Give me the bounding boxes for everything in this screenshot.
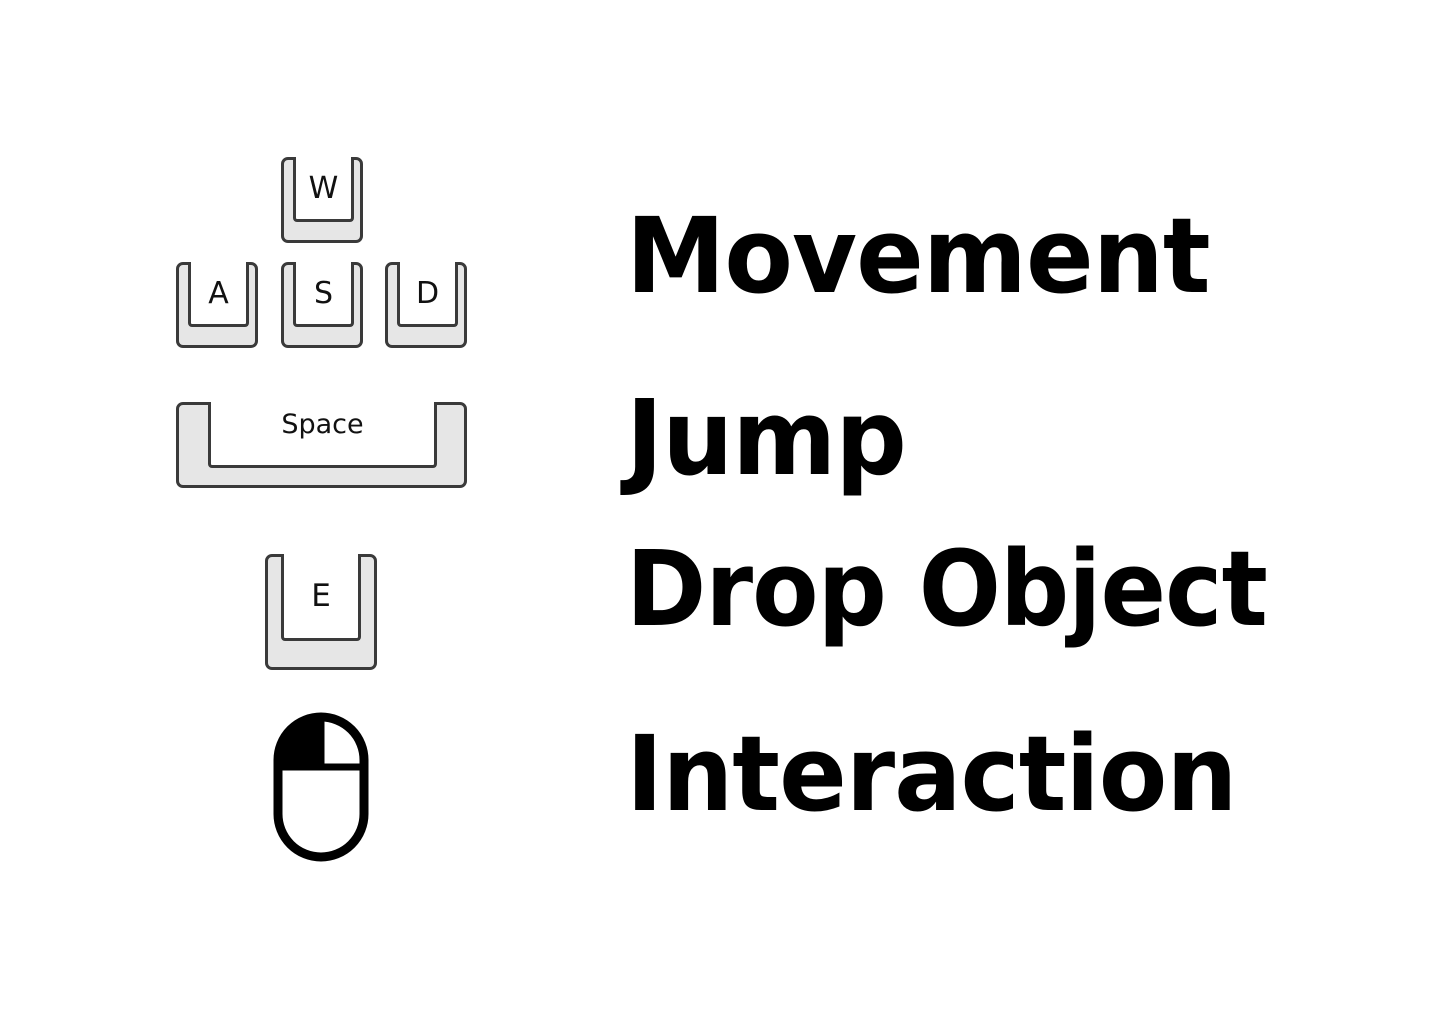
action-label-movement: Movement	[626, 195, 1211, 317]
key-d: D	[385, 262, 467, 348]
key-e: E	[265, 554, 377, 670]
key-space-label: Space	[208, 402, 437, 468]
key-s-label: S	[293, 262, 354, 327]
key-w-label: W	[293, 157, 354, 222]
action-label-interaction: Interaction	[626, 713, 1237, 835]
action-label-jump: Jump	[626, 377, 907, 499]
key-d-label: D	[397, 262, 458, 327]
key-a: A	[176, 262, 258, 348]
left-mouse-button-icon	[273, 712, 369, 862]
key-w: W	[281, 157, 363, 243]
key-space: Space	[176, 402, 467, 488]
key-e-label: E	[281, 554, 361, 641]
key-a-label: A	[188, 262, 249, 327]
key-s: S	[281, 262, 363, 348]
mouse-left-button-fill	[279, 718, 321, 767]
action-label-drop-object: Drop Object	[626, 528, 1268, 650]
